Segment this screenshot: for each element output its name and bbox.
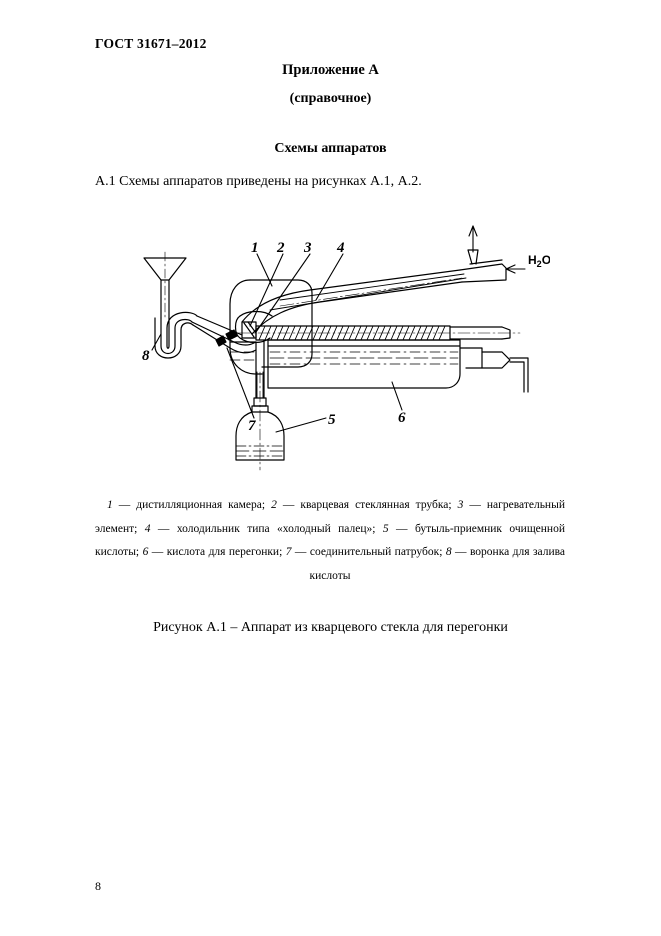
appendix-kind: (справочное): [289, 91, 372, 106]
figure-caption: Рисунок А.1 – Аппарат из кварцевого стек…: [153, 620, 508, 635]
acid-tank: [229, 339, 529, 393]
callout-leaders: [151, 253, 403, 433]
legend-num-6: 6: [142, 546, 149, 558]
callout-3: 3: [303, 240, 312, 256]
callout-5: 5: [328, 412, 336, 428]
callout-1: 1: [251, 240, 259, 256]
legend-text-7: — соединительный патрубок;: [291, 546, 446, 558]
legend-text-2: — кварцевая стеклянная трубка;: [276, 499, 458, 511]
section-heading: Схемы аппаратов: [274, 141, 387, 156]
legend-num-4: 4: [144, 522, 151, 535]
receiver-bottle: [235, 371, 285, 471]
standard-number: ГОСТ 31671–2012: [95, 36, 207, 51]
connecting-tube: [191, 315, 257, 354]
water-inlet-label: H2O: [528, 253, 550, 269]
legend-text-1: — дистилляционная камера;: [112, 499, 272, 511]
callout-labels: 1 2 3 4 5 6 7 8: [142, 240, 406, 434]
legend-num-8: 8: [445, 546, 452, 558]
legend-num-2: 2: [271, 499, 277, 511]
callout-8: 8: [142, 348, 150, 364]
quartz-tube-and-heater: [237, 321, 521, 341]
cold-finger-condenser: [241, 225, 526, 335]
legend-num-7: 7: [285, 546, 292, 558]
callout-4: 4: [336, 240, 345, 256]
legend-num-5: 5: [382, 522, 389, 535]
legend-text-6: — кислота для перегонки;: [148, 546, 286, 558]
legend-text-5: — бутыль-приемник очищенной кислоты;: [95, 522, 565, 559]
callout-6: 6: [398, 410, 406, 426]
legend-text-8: — воронка для залива кислоты: [309, 546, 565, 582]
figure-apparatus-diagram: 1 2 3 4 5 6 7 8 H2O: [130, 222, 550, 472]
legend-text-4: — холодильник типа «холодный палец»;: [150, 522, 383, 535]
paragraph-a1: А.1 Схемы аппаратов приведены на рисунка…: [95, 174, 422, 189]
funnel-icon: [143, 251, 198, 359]
page-number: 8: [95, 879, 101, 893]
appendix-heading: Приложение А: [282, 62, 379, 78]
legend-num-3: 3: [457, 499, 464, 511]
legend-num-1: 1: [107, 499, 113, 511]
figure-legend: 1 — дистилляционная камера; 2 — кварцева…: [95, 494, 565, 588]
distillation-chamber: [229, 279, 313, 399]
callout-2: 2: [276, 240, 285, 256]
legend-text-3: — нагревательный элемент;: [95, 499, 565, 535]
callout-7: 7: [248, 418, 256, 434]
